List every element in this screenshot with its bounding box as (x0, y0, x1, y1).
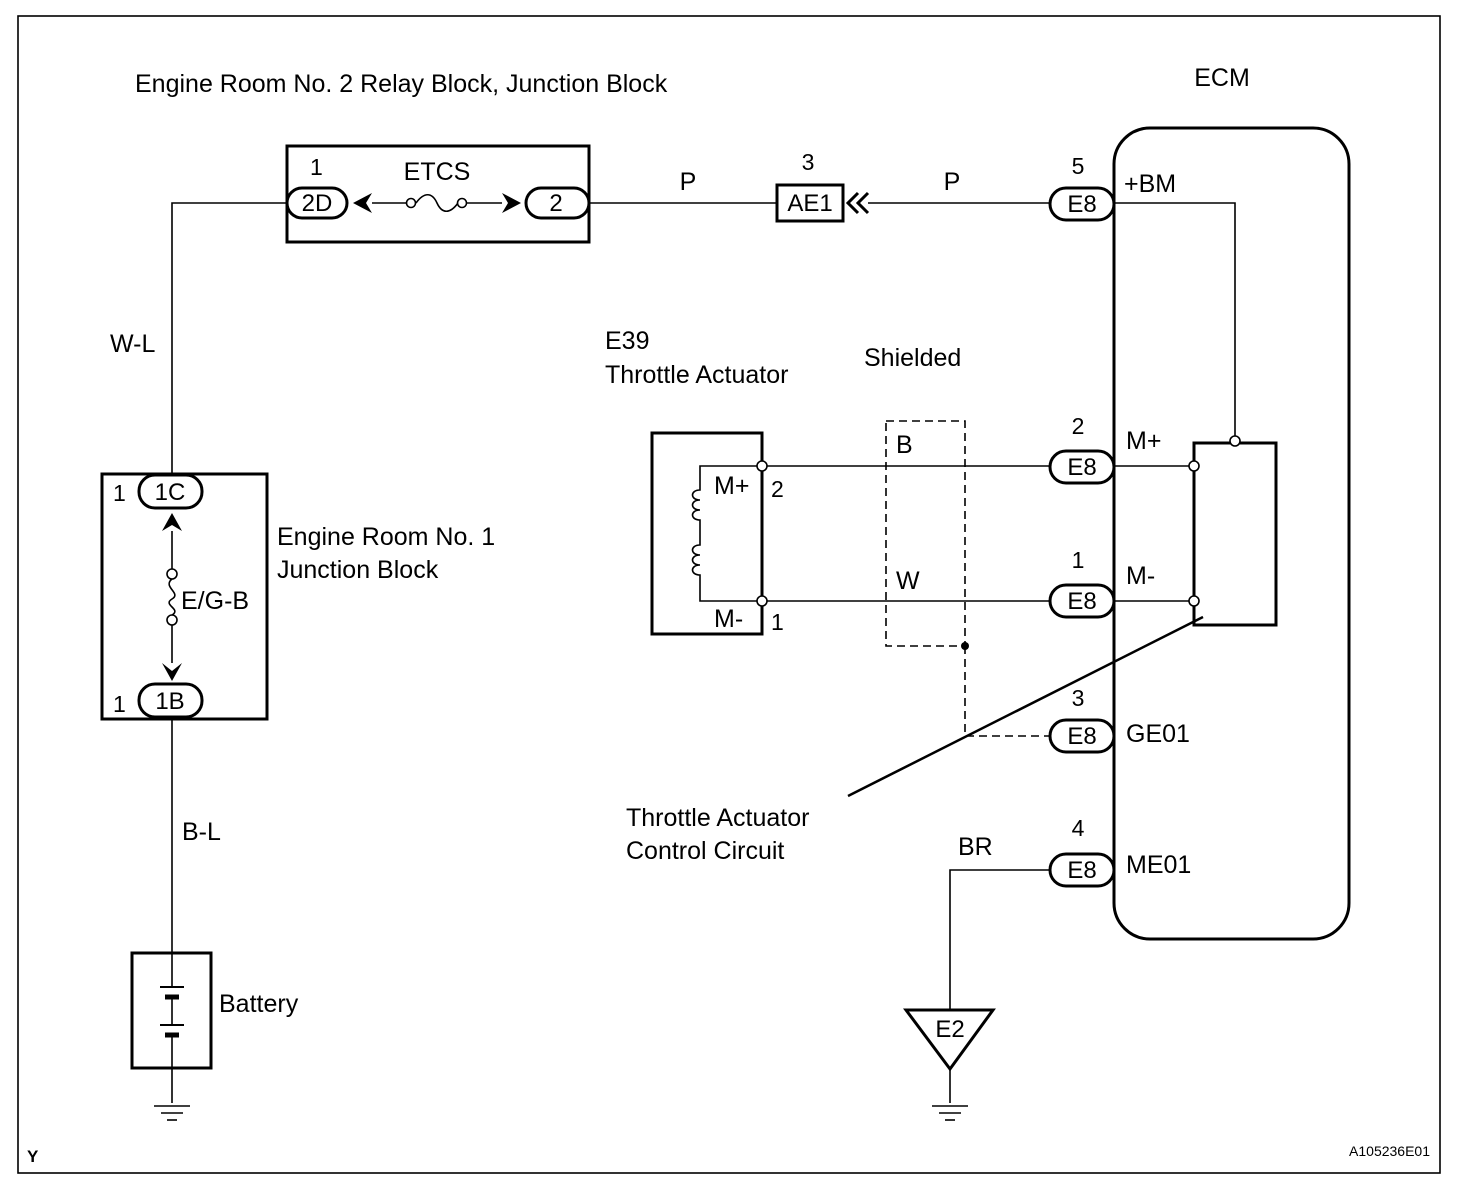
throttle-control-circuit-box (1192, 441, 1278, 627)
connector-e8-bm-label: E8 (1067, 191, 1096, 218)
actuator-pin-2: 2 (771, 476, 784, 502)
connector-e8-mplus (1048, 449, 1116, 485)
ae1-receptacle-icon (845, 191, 870, 215)
connector-2d-pin: 1 (310, 154, 323, 180)
connector-ae1 (775, 183, 845, 223)
terminal-mplus: M+ (1126, 427, 1161, 455)
ground-e2-label: E2 (935, 1016, 964, 1043)
terminal-mminus: M- (1126, 562, 1155, 590)
connector-arrow-1b (162, 663, 182, 681)
wire-w-label: W (896, 567, 920, 595)
wire-b-label: B (896, 431, 913, 459)
e8-mminus-pin: 1 (1072, 547, 1085, 573)
connector-e8-me01-label: E8 (1067, 857, 1096, 884)
e8-ge01-pin: 3 (1072, 685, 1085, 711)
wire-p-left-label: P (680, 168, 697, 196)
actuator-terminal-mminus: M- (714, 605, 743, 633)
connector-1c (137, 473, 204, 510)
connector-arrow-2d (353, 193, 372, 213)
junction-block-1-label-line2: Junction Block (277, 556, 439, 584)
relay-block-box (285, 144, 591, 244)
connector-e8-bm (1048, 186, 1116, 222)
ecm-title: ECM (1194, 64, 1250, 92)
actuator-pin-1: 1 (771, 609, 784, 635)
wire-br-label: BR (958, 833, 993, 861)
motor-coil-icon (691, 465, 715, 602)
terminal-bm: +BM (1124, 170, 1176, 198)
battery-icon (160, 953, 184, 1068)
connector-2-label: 2 (549, 190, 562, 217)
wire-p-right-label: P (944, 168, 961, 196)
connector-e8-ge01-label: E8 (1067, 723, 1096, 750)
e8-me01-pin: 4 (1072, 815, 1085, 841)
shielded-label: Shielded (864, 344, 961, 372)
connector-1b (137, 682, 204, 719)
e8-mplus-pin: 2 (1072, 413, 1085, 439)
callout-line (847, 615, 1204, 798)
ground-e2-symbol (903, 1008, 996, 1072)
connector-arrow-1c (162, 513, 182, 531)
connector-1b-pin: 1 (113, 691, 126, 717)
connector-1b-label: 1B (155, 688, 184, 715)
throttle-actuator-label: Throttle Actuator (605, 361, 788, 389)
corner-label-left: Y (27, 1147, 39, 1166)
junction-block-1-label-line1: Engine Room No. 1 (277, 523, 495, 551)
shield-box (885, 420, 966, 647)
fuse-etcs-icon (415, 193, 459, 213)
battery-label: Battery (219, 990, 299, 1018)
connector-1c-pin: 1 (113, 480, 126, 506)
wire-wl-label: W-L (110, 330, 155, 358)
connector-ae1-label: AE1 (787, 190, 832, 217)
ecm-box (1112, 126, 1351, 941)
callout-label-line2: Control Circuit (626, 837, 784, 865)
ae1-pin: 3 (802, 149, 815, 175)
connector-e8-mplus-label: E8 (1067, 454, 1096, 481)
diagram-frame (17, 15, 1441, 1174)
connector-arrow-2 (502, 193, 521, 213)
e39-label: E39 (605, 327, 649, 355)
connector-1c-label: 1C (155, 479, 186, 506)
terminal-ge01: GE01 (1126, 720, 1190, 748)
relay-block-title: Engine Room No. 2 Relay Block, Junction … (135, 70, 668, 98)
callout-label-line1: Throttle Actuator (626, 804, 809, 832)
connector-e8-mminus-label: E8 (1067, 588, 1096, 615)
connector-2d-label: 2D (302, 190, 333, 217)
ground-icon-right (932, 1105, 968, 1121)
throttle-actuator-box (650, 431, 764, 636)
fuse-egb-icon (168, 578, 176, 616)
corner-label-right: A105236E01 (1349, 1143, 1430, 1159)
terminal-me01: ME01 (1126, 851, 1191, 879)
fuse-terminal-left (405, 197, 417, 209)
egb-label: E/G-B (181, 587, 249, 615)
fuse-terminal-right (456, 197, 468, 209)
wire-bl-label: B-L (182, 818, 221, 846)
ground-icon-left (154, 1105, 190, 1121)
e8-bm-pin: 5 (1072, 153, 1085, 179)
etcs-label: ETCS (404, 158, 471, 186)
actuator-terminal-mplus: M+ (714, 472, 749, 500)
